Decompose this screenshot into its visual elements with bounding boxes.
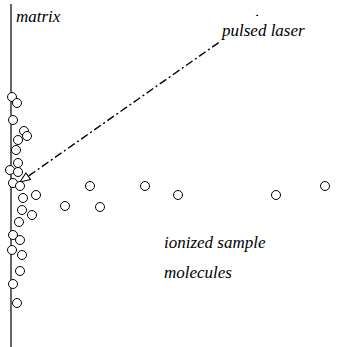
molecule bbox=[14, 136, 23, 145]
label: ionized sample molecules bbox=[162, 228, 294, 288]
molecule bbox=[86, 182, 95, 191]
label: pulsed laser bbox=[220, 16, 307, 46]
molecule bbox=[16, 267, 25, 276]
label: matrix bbox=[14, 2, 62, 32]
molecule bbox=[13, 99, 22, 108]
molecule bbox=[16, 236, 25, 245]
molecule bbox=[174, 191, 183, 200]
molecule bbox=[12, 146, 21, 155]
molecule bbox=[141, 182, 150, 191]
molecule bbox=[272, 191, 281, 200]
molecule bbox=[96, 203, 105, 212]
molecule bbox=[14, 159, 23, 168]
molecule bbox=[15, 218, 24, 227]
molecule bbox=[9, 116, 18, 125]
molecule bbox=[18, 251, 27, 260]
molecule bbox=[19, 194, 28, 203]
molecule bbox=[18, 206, 27, 215]
molecule bbox=[9, 280, 18, 289]
molecule bbox=[16, 182, 25, 191]
molecule bbox=[14, 168, 23, 177]
molecule bbox=[23, 132, 32, 141]
molecule bbox=[32, 191, 41, 200]
molecule bbox=[321, 182, 330, 191]
molecule bbox=[28, 211, 37, 220]
molecules bbox=[6, 93, 330, 308]
molecule bbox=[13, 299, 22, 308]
matrix-surface bbox=[10, 4, 11, 347]
molecule bbox=[8, 246, 17, 255]
molecule bbox=[61, 202, 70, 211]
